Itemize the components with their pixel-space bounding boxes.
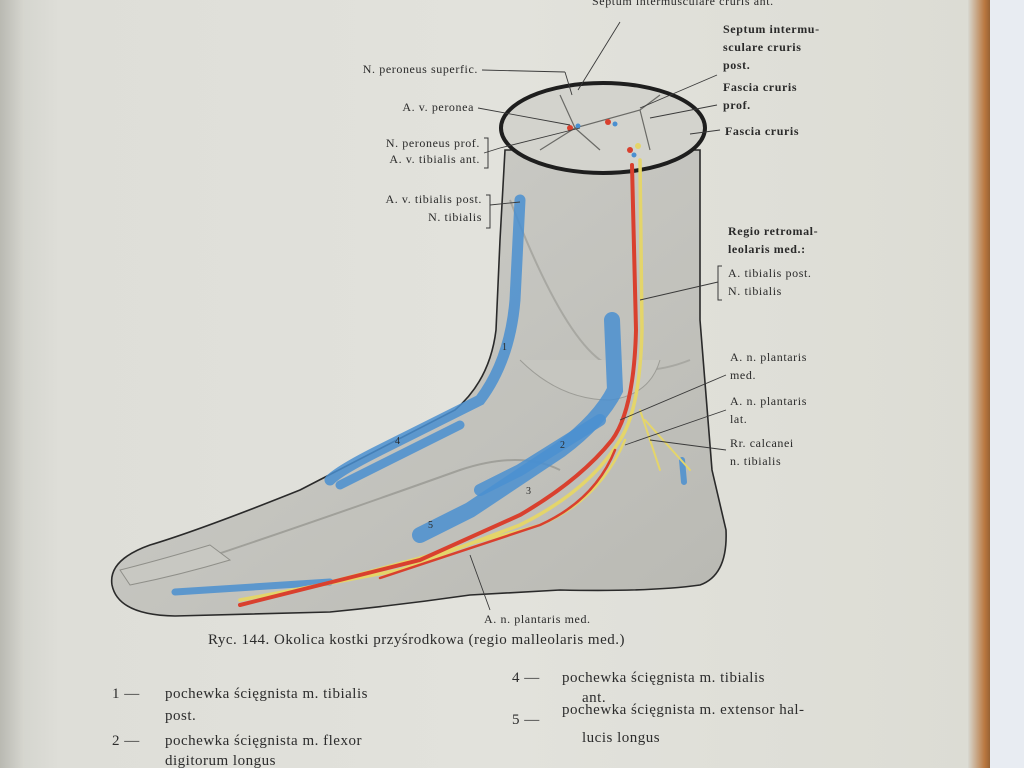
label-a-v-peronea: A. v. peronea	[402, 100, 474, 114]
legend-4-line2: ant.	[582, 690, 607, 706]
leader-lines	[469, 21, 727, 611]
figure-number-3: 3	[526, 486, 532, 497]
background-right	[990, 0, 1024, 768]
legend-2-line2: digitorum longus	[165, 753, 276, 768]
label-regio-n: N. tibialis	[728, 284, 782, 298]
vessel-dot-5	[627, 147, 633, 153]
label-septum-post-2: sculare cruris	[723, 40, 802, 54]
legend-1-line1: pochewka ścięgnista m. tibialis	[165, 686, 368, 702]
label-n-peroneus-superf: N. peroneus superfic.	[362, 62, 478, 76]
label-a-v-tibialis-post: A. v. tibialis post.	[385, 192, 482, 206]
label-a-v-tibialis-ant: A. v. tibialis ant.	[389, 152, 480, 166]
vessel-dot-4	[612, 121, 618, 127]
figure-number-5: 5	[428, 520, 434, 531]
legend-2-num: 2 —	[112, 733, 140, 749]
foot-anatomy-illustration	[110, 21, 727, 617]
figure-number-1: 1	[502, 342, 508, 353]
legend-4-line1: pochewka ścięgnista m. tibialis	[562, 670, 765, 686]
bracket-post	[486, 194, 491, 229]
legend-1-num: 1 —	[112, 686, 140, 702]
figure-caption: Ryc. 144. Okolica kostki przyśrodkowa (r…	[208, 632, 625, 648]
toe-shading	[119, 544, 232, 586]
label-plantaris-lat-2: lat.	[730, 412, 748, 426]
label-septum-ant: Septum intermusculare cruris ant.	[592, 0, 774, 8]
label-n-tibialis: N. tibialis	[428, 210, 482, 224]
label-septum-post-3: post.	[723, 58, 751, 72]
label-plantaris-med-1: A. n. plantaris	[730, 350, 807, 364]
cross-section-top	[499, 81, 707, 175]
sheath-plantar	[171, 578, 334, 596]
cross-section-septa	[539, 94, 661, 151]
vessel-dot-7	[631, 152, 637, 158]
label-calcanei-1: Rr. calcanei	[730, 436, 794, 450]
artery-tibialis-post	[238, 163, 639, 607]
label-fascia-cruris: Fascia cruris	[725, 124, 800, 138]
label-regio-1: Regio retromal-	[728, 224, 819, 238]
label-plantaris-bottom: A. n. plantaris med.	[484, 612, 591, 626]
artery-plantaris-lat	[378, 448, 617, 580]
legend-5-num: 5 —	[512, 712, 540, 728]
page-edge	[968, 0, 992, 768]
book-spine-shadow	[0, 0, 24, 768]
label-plantaris-lat-1: A. n. plantaris	[730, 394, 807, 408]
vessel-dot-2	[575, 123, 581, 129]
bracket-regio	[717, 265, 722, 301]
legend-5-line2: lucis longus	[582, 730, 661, 746]
label-regio-a: A. tibialis post.	[728, 266, 812, 280]
vessel-dot-1	[567, 125, 573, 131]
foot-silhouette	[110, 149, 727, 617]
label-fascia-prof-1: Fascia cruris	[723, 80, 798, 94]
label-regio-2: leolaris med.:	[728, 242, 806, 256]
sheath-extensor	[335, 420, 465, 490]
sheath-anterior	[324, 194, 526, 486]
legend-5-line1: pochewka ścięgnista m. extensor hal-	[562, 702, 805, 718]
figure-number-2: 2	[560, 440, 566, 451]
legend-2-line1: pochewka ścięgnista m. flexor	[165, 733, 362, 749]
sheath-medial-2	[474, 414, 606, 496]
bracket-prof	[484, 137, 489, 169]
label-calcanei-2: n. tibialis	[730, 454, 782, 468]
legend-1-line2: post.	[165, 708, 197, 724]
vessel-dot-3	[605, 119, 611, 125]
vessel-dot-6	[635, 143, 641, 149]
label-plantaris-med-2: med.	[730, 368, 757, 382]
label-n-peroneus-prof: N. peroneus prof.	[385, 136, 480, 150]
legend-4-num: 4 —	[512, 670, 540, 686]
figure-number-4: 4	[395, 436, 401, 447]
sheath-heel	[679, 457, 687, 485]
nerve-tibialis	[238, 158, 644, 602]
label-fascia-prof-2: prof.	[723, 98, 751, 112]
label-septum-post-1: Septum intermu-	[723, 22, 820, 36]
